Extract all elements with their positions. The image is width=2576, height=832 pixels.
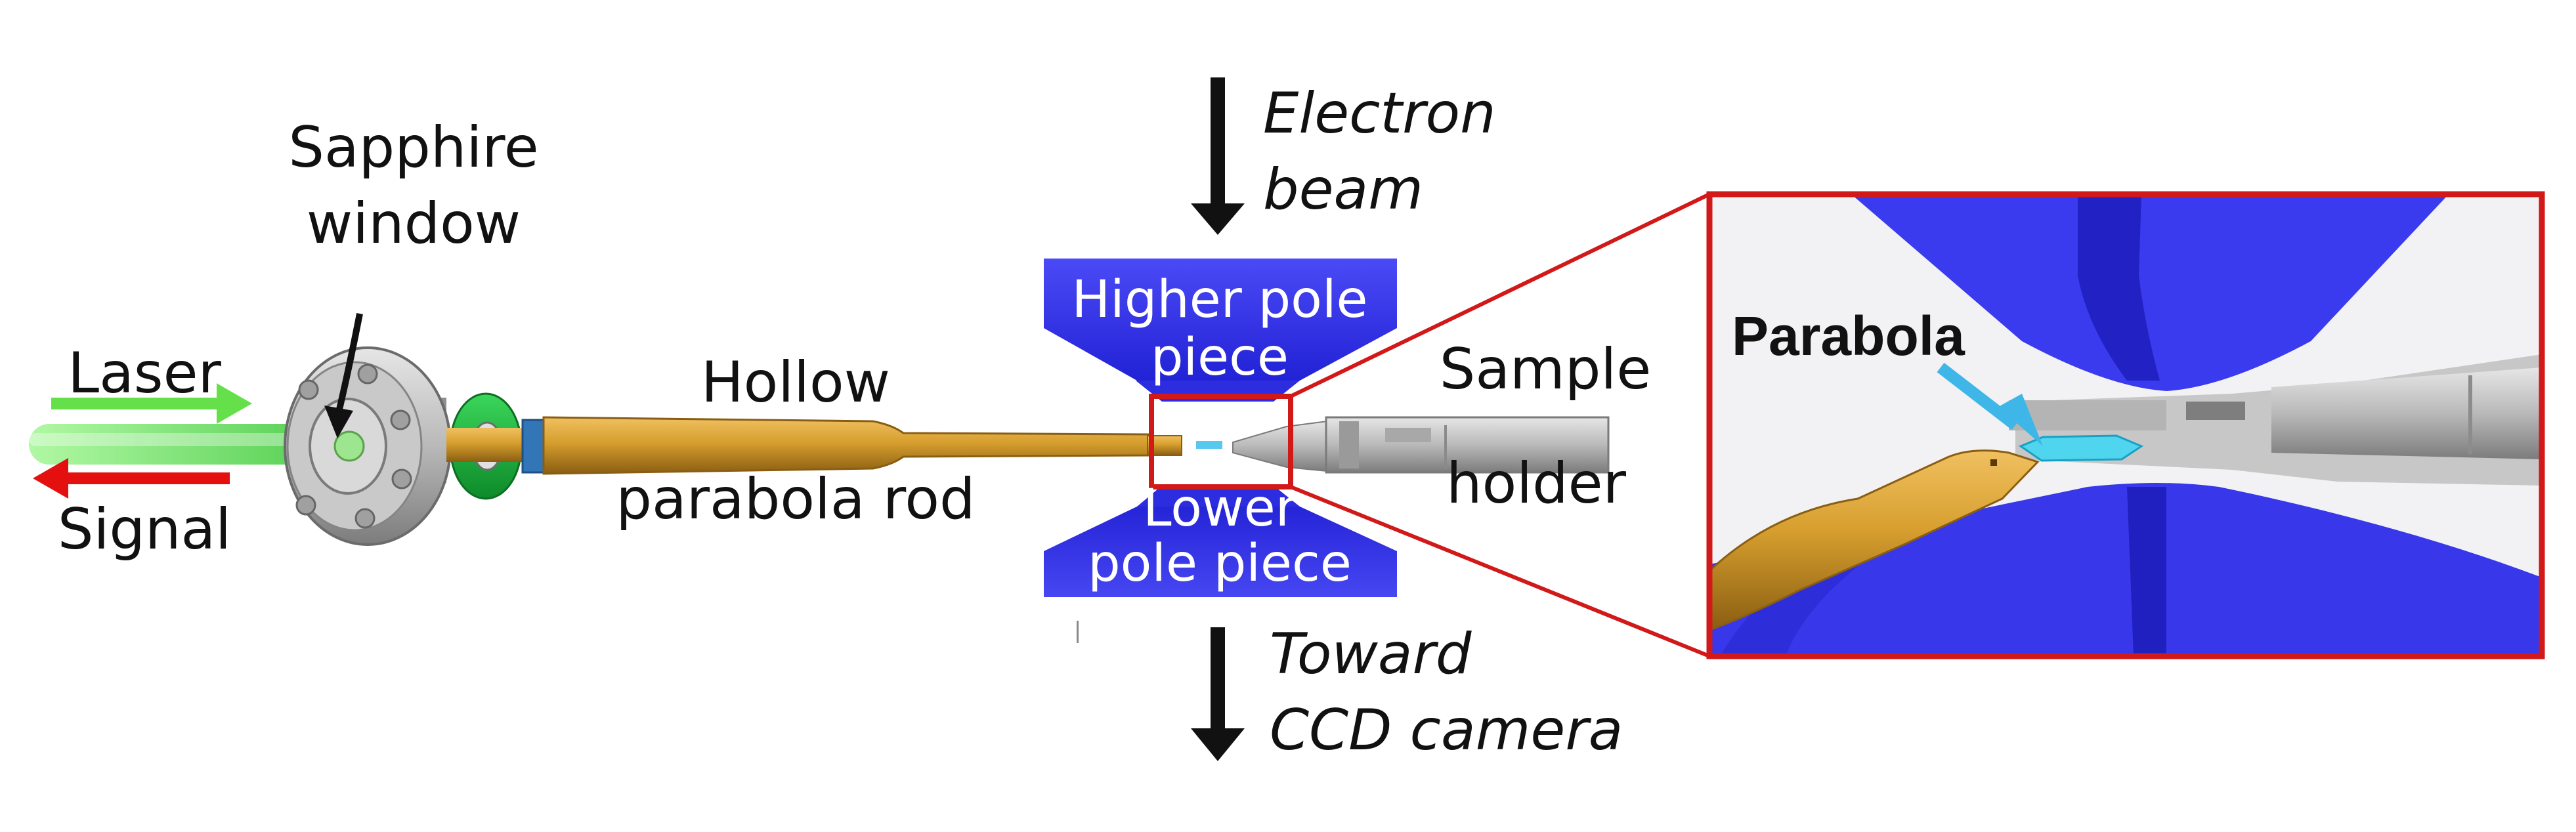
hollow-parabola-rod bbox=[446, 416, 1182, 475]
signal-arrow-icon bbox=[33, 458, 230, 499]
sample-holder bbox=[1196, 416, 1610, 474]
sample-holder-label-line1: Sample bbox=[1439, 337, 1652, 402]
sample-holder-label-line2: holder bbox=[1446, 451, 1626, 516]
laser-label: Laser bbox=[68, 341, 221, 406]
toward-ccd-label-line2: CCD camera bbox=[1270, 697, 1623, 763]
toward-ccd-label-line1: Toward bbox=[1270, 621, 1472, 687]
electron-beam-arrow-icon bbox=[1191, 77, 1245, 235]
zoom-region-box bbox=[1149, 192, 1711, 658]
parabola-inset-label: Parabola bbox=[1732, 305, 1965, 367]
laser-arrow-icon bbox=[51, 383, 252, 424]
electron-beam-label-line2: beam bbox=[1263, 157, 1423, 222]
sapphire-window-label-line2: window bbox=[306, 191, 521, 257]
hollow-rod-label-line1: Hollow bbox=[700, 350, 891, 415]
signal-label: Signal bbox=[57, 497, 232, 562]
higher-pole-piece-label-line2: piece bbox=[1150, 328, 1289, 387]
lower-pole-piece bbox=[1044, 486, 1397, 597]
higher-pole-piece-label-line1: Higher pole bbox=[1071, 270, 1368, 329]
hollow-rod-label-line2: parabola rod bbox=[616, 467, 976, 532]
electron-beam-label-line1: Electron bbox=[1263, 81, 1496, 146]
sapphire-pointer-arrow-icon bbox=[324, 313, 363, 438]
lower-pole-piece-label-line2: pole piece bbox=[1088, 534, 1352, 593]
ccd-camera-arrow-icon bbox=[1191, 627, 1245, 761]
sapphire-window-flange bbox=[284, 346, 452, 546]
lower-pole-piece-label-line1: Lower bbox=[1143, 479, 1297, 538]
inset-zoom-view bbox=[1706, 191, 2545, 659]
sapphire-window-label-line1: Sapphire bbox=[288, 115, 539, 180]
parabola-pointer-arrow-icon bbox=[1937, 362, 2043, 446]
tick-mark bbox=[1077, 621, 1079, 643]
